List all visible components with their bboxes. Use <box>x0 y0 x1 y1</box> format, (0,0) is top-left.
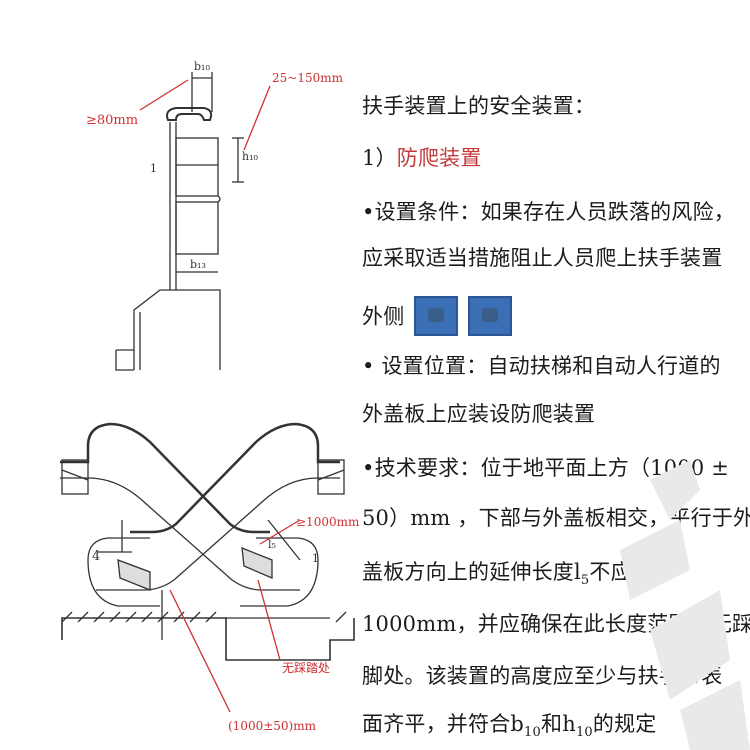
dim-25-150mm: 25~150mm <box>272 71 344 85</box>
requirement-line-6: 面齐平，并符合b10和h10的规定 <box>362 712 657 745</box>
req-sub: 5 <box>580 573 590 589</box>
media-button-2[interactable] <box>468 296 513 336</box>
subheading: 1）防爬装置 <box>362 146 482 170</box>
watermark-shape <box>620 460 750 750</box>
label-1b: 1 <box>312 552 319 565</box>
subheading-number: 1） <box>362 146 397 170</box>
condition-line-1: •设置条件：如果存在人员跌落的风险， <box>362 200 735 224</box>
req-text-a: 盖板方向上的延伸长度l <box>362 560 581 584</box>
dim-80mm: ≥80mm <box>86 113 138 128</box>
req-text-d: 和h <box>541 712 576 736</box>
req-text-c: 面齐平，并符合b <box>362 712 525 736</box>
media-button-1[interactable] <box>414 296 459 336</box>
condition-line-3-text: 外侧 <box>362 304 405 329</box>
heading: 扶手装置上的安全装置： <box>362 94 596 118</box>
req-text-e: 的规定 <box>592 712 657 736</box>
anti-climb-diagram: b₁₀ ≥80mm 25~150mm h₁₀ b₁₃ 1 ≥1000mm 4 l… <box>60 60 360 733</box>
position-line-2: 外盖板上应装设防爬装置 <box>362 402 596 426</box>
media-icon <box>428 308 445 322</box>
subheading-title: 防爬装置 <box>396 146 482 170</box>
dim-h10: h₁₀ <box>242 150 258 163</box>
req-sub-b10: 10 <box>524 725 541 741</box>
dim-b10: b₁₀ <box>194 60 210 73</box>
label-l5: l₅ <box>268 538 276 551</box>
media-icon <box>482 308 499 322</box>
label-4: 4 <box>92 549 100 564</box>
no-step-label: 无踩踏处 <box>282 661 330 675</box>
dim-1000mm: ≥1000mm <box>296 515 360 529</box>
condition-line-3: 外侧 <box>362 296 513 338</box>
requirement-line-2: 50）mm ，下部与外盖板相交，平行于外 <box>362 506 750 530</box>
req-sub-h10: 10 <box>575 725 593 741</box>
position-line-1: • 设置位置：自动扶梯和自动人行道的 <box>362 354 721 378</box>
condition-line-2: 应采取适当措施阻止人员爬上扶手装置 <box>362 246 723 270</box>
dim-b13: b₁₃ <box>190 258 206 271</box>
label-1: 1 <box>150 162 157 175</box>
height-dim: (1000±50)mm <box>228 719 317 733</box>
